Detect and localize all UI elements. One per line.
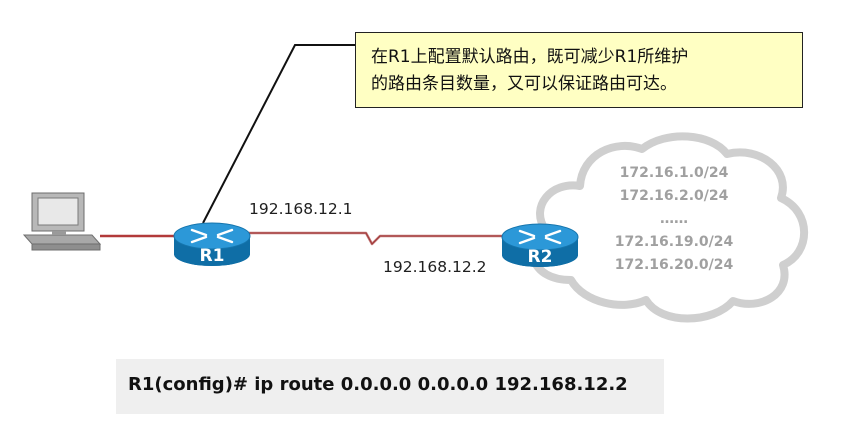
- router-icon: [173, 222, 251, 266]
- command-box: [116, 359, 664, 414]
- command-text: R1(config)# ip route 0.0.0.0 0.0.0.0 192…: [128, 374, 628, 395]
- callout-line-1: 在R1上配置默认路由，既可减少R1所维护: [371, 47, 689, 67]
- cloud-route-ellipsis: ……: [660, 211, 688, 227]
- cloud-route-2: 172.16.2.0/24: [619, 188, 729, 204]
- callout-pointer-line: [202, 44, 357, 224]
- cloud-route-4: 172.16.20.0/24: [614, 257, 734, 273]
- cloud-route-1: 172.16.1.0/24: [619, 165, 729, 181]
- callout-note: 在R1上配置默认路由，既可减少R1所维护 的路由条目数量，又可以保证路由可达。: [355, 32, 803, 108]
- router-label-r1: R1: [200, 246, 225, 266]
- cloud-icon: [528, 132, 808, 323]
- router-label-r2: R2: [528, 247, 553, 267]
- desktop-computer-icon: [22, 192, 102, 251]
- cloud-route-3: 172.16.19.0/24: [614, 234, 734, 250]
- router-icon: [501, 223, 579, 267]
- r1-ip-label: 192.168.12.1: [249, 200, 353, 218]
- serial-link-r1-r2: [248, 231, 504, 246]
- r2-ip-label: 192.168.12.2: [383, 258, 487, 276]
- callout-line-2: 的路由条目数量，又可以保证路由可达。: [371, 74, 677, 94]
